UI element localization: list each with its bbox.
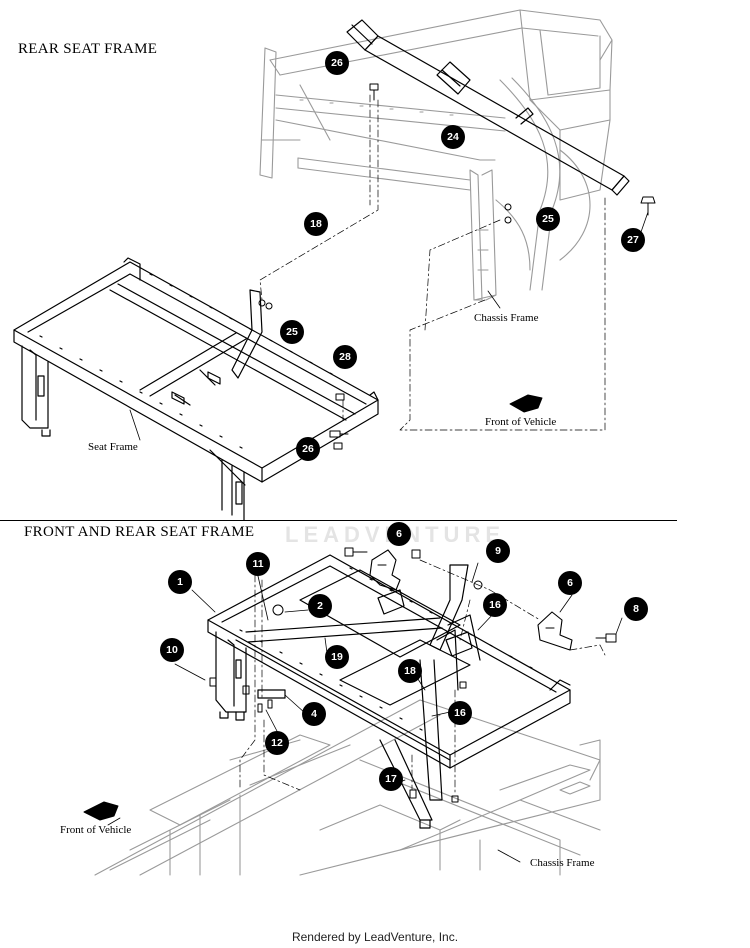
front-and-rear-seat-frame-title: FRONT AND REAR SEAT FRAME (24, 524, 255, 540)
chassis-frame-bottom-drawing (94, 699, 601, 876)
callout-6-left[interactable]: 6 (387, 522, 411, 546)
callout-2[interactable]: 2 (308, 594, 332, 618)
callout-6-right[interactable]: 6 (558, 571, 582, 595)
assembly-lines-bottom (239, 559, 606, 796)
seat-belt-buckles (369, 549, 573, 651)
seat-tube-24 (346, 19, 630, 196)
callout-18-bottom[interactable]: 18 (398, 659, 422, 683)
seat-frame-drawing (13, 257, 379, 521)
chassis-frame-top-drawing (259, 9, 613, 301)
front-of-vehicle-label-top: Front of Vehicle (485, 416, 557, 428)
callout-16-upper[interactable]: 16 (483, 593, 507, 617)
callout-12[interactable]: 12 (265, 731, 289, 755)
callout-1[interactable]: 1 (168, 570, 192, 594)
callout-28[interactable]: 28 (333, 345, 357, 369)
callout-10[interactable]: 10 (160, 638, 184, 662)
front-of-vehicle-label-bottom: Front of Vehicle (60, 824, 132, 836)
leaders-top (129, 211, 649, 441)
callout-24[interactable]: 24 (441, 125, 465, 149)
assembly-lines-top (259, 94, 606, 431)
callout-25-upper[interactable]: 25 (536, 207, 560, 231)
callout-11[interactable]: 11 (246, 552, 270, 576)
hardware-bottom (209, 547, 617, 803)
callout-25-lower[interactable]: 25 (280, 320, 304, 344)
section-divider (0, 520, 677, 521)
callout-27[interactable]: 27 (621, 228, 645, 252)
callout-26-top[interactable]: 26 (325, 51, 349, 75)
callout-17[interactable]: 17 (379, 767, 403, 791)
hardware-top (258, 83, 656, 450)
callout-19[interactable]: 19 (325, 645, 349, 669)
chassis-frame-label-bottom: Chassis Frame (530, 857, 595, 869)
front-arrow-top (509, 394, 543, 413)
callout-16-lower[interactable]: 16 (448, 701, 472, 725)
callout-9[interactable]: 9 (486, 539, 510, 563)
seat-frame-bottom-drawing (207, 554, 571, 829)
callout-8[interactable]: 8 (624, 597, 648, 621)
seat-frame-label: Seat Frame (88, 441, 138, 453)
callout-4[interactable]: 4 (302, 702, 326, 726)
callout-26-lower[interactable]: 26 (296, 437, 320, 461)
footer-credit: Rendered by LeadVenture, Inc. (291, 930, 459, 944)
chassis-frame-label-top: Chassis Frame (474, 312, 539, 324)
rear-seat-frame-title: REAR SEAT FRAME (18, 41, 158, 57)
front-arrow-bottom (83, 801, 119, 821)
callout-18-top[interactable]: 18 (304, 212, 328, 236)
